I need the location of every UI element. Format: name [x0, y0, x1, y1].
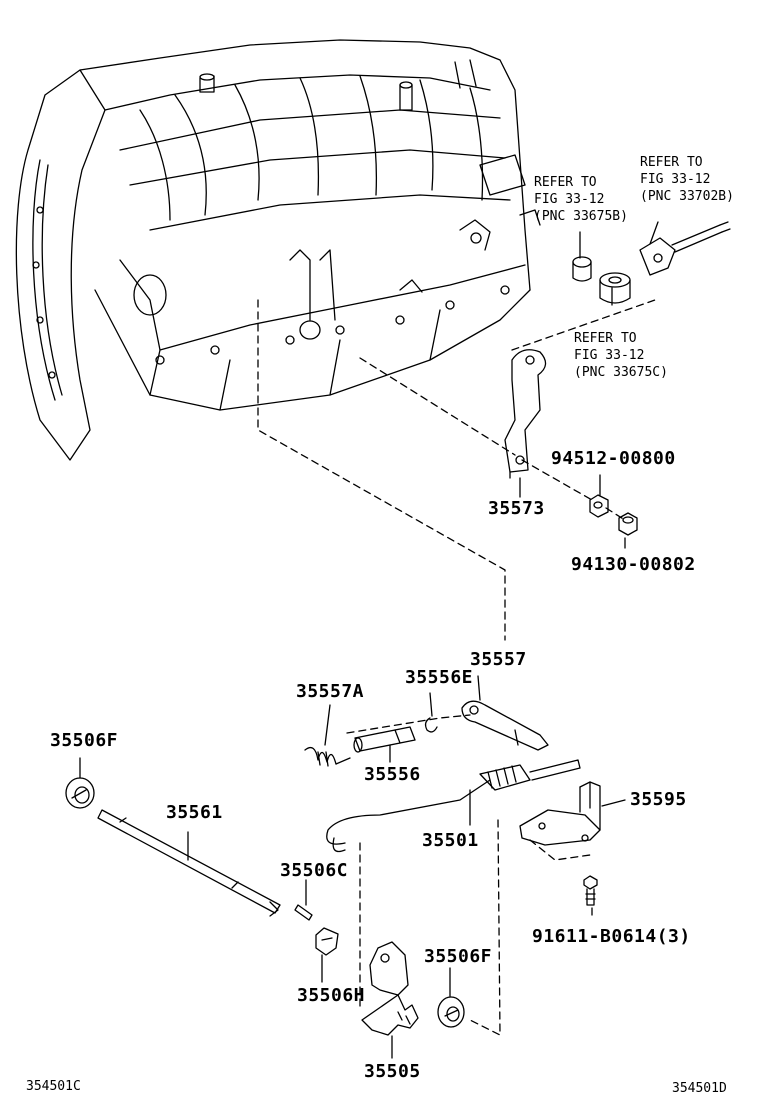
- leader-lines: [258, 300, 655, 1035]
- part-label-94512-00800: 94512-00800: [551, 448, 676, 469]
- e-ring-35556e: [426, 718, 437, 732]
- ref-note-33675c: REFER TO FIG 33-12 (PNC 33675C): [574, 331, 668, 380]
- lever-35557: [462, 701, 548, 750]
- part-label-35506f-right: 35506F: [424, 946, 493, 967]
- bushing-35506h: [316, 928, 338, 955]
- figure-code-left: 354501C: [26, 1079, 81, 1094]
- washer-94512: [590, 495, 608, 517]
- part-label-35506f-left: 35506F: [50, 730, 119, 751]
- part-label-35556: 35556: [364, 764, 421, 785]
- oil-seal-35506f-left: [66, 778, 94, 808]
- label-leaders: [80, 222, 658, 1058]
- pin-35506c: [295, 905, 312, 920]
- part-label-35557: 35557: [470, 649, 527, 670]
- transmission-assembly: [16, 40, 540, 460]
- pin-35556: [354, 727, 415, 752]
- bushing-33675b: [573, 257, 591, 281]
- detent-lever-35505: [362, 942, 418, 1035]
- bracket-35573: [505, 350, 546, 478]
- figure-code-right: 354501D: [672, 1081, 727, 1096]
- part-label-35501: 35501: [422, 830, 479, 851]
- part-label-91611-b0614: 91611-B0614(3): [532, 926, 691, 947]
- bolt-91611: [584, 876, 597, 905]
- part-label-35506c: 35506C: [280, 860, 349, 881]
- part-label-35595: 35595: [630, 789, 687, 810]
- oil-seal-35506f-right: [438, 997, 464, 1027]
- ref-note-33702b: REFER TO FIG 33-12 (PNC 33702B): [640, 155, 734, 204]
- shaft-35561: [98, 810, 280, 916]
- bracket-35595: [520, 782, 600, 845]
- cable-35501: [327, 760, 580, 852]
- ref-note-33675b: REFER TO FIG 33-12 (PNC 33675B): [534, 175, 628, 224]
- cable-end-33702b: [640, 222, 730, 275]
- part-label-35561: 35561: [166, 802, 223, 823]
- grommet-33675c: [600, 273, 630, 303]
- part-label-35506h: 35506H: [297, 985, 366, 1006]
- spring-35557a: [305, 748, 350, 766]
- part-label-35556e: 35556E: [405, 667, 474, 688]
- nut-94130: [619, 513, 637, 535]
- part-label-35505: 35505: [364, 1061, 421, 1082]
- part-label-94130-00802: 94130-00802: [571, 554, 696, 575]
- part-label-35557a: 35557A: [296, 681, 365, 702]
- part-label-35573: 35573: [488, 498, 545, 519]
